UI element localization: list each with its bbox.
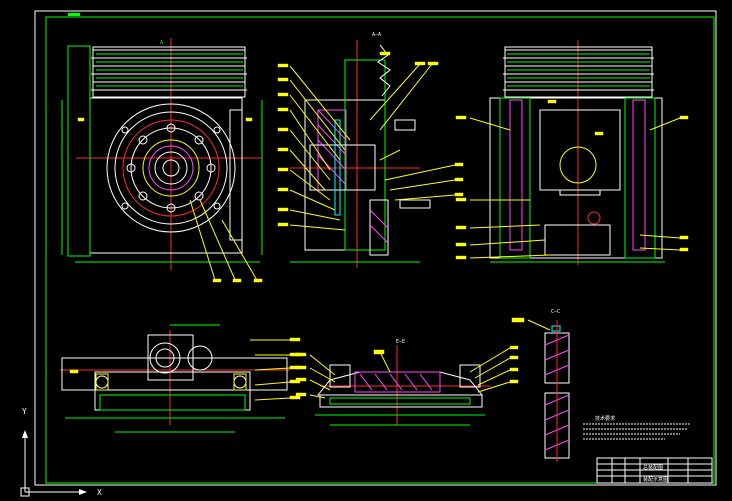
section-label-c-c: C—C	[551, 309, 560, 315]
top-left-tab	[68, 13, 80, 16]
front-view-wheel	[61, 38, 263, 283]
section-view-a-a	[277, 40, 464, 268]
side-view-right	[455, 40, 689, 265]
title-block-drawing-number: 装配示意图	[643, 476, 668, 483]
inner-frame	[45, 16, 715, 484]
section-label-a-a: A—A	[372, 32, 381, 38]
technical-notes: 技术要求	[583, 415, 690, 440]
title-block-drawing-name: 总装配图	[643, 464, 663, 471]
ucs-y-label: Y	[22, 407, 27, 416]
top-view-base	[60, 324, 301, 433]
section-view-c-c	[511, 317, 570, 462]
outer-frame	[34, 10, 717, 486]
section-view-e-e	[295, 345, 519, 426]
section-label-a-top: A	[160, 40, 163, 46]
ucs-icon	[20, 430, 87, 497]
title-block	[596, 457, 713, 484]
section-label-e-e: E—E	[396, 339, 405, 345]
ucs-x-label: X	[97, 488, 102, 497]
notes-title: 技术要求	[595, 415, 615, 422]
